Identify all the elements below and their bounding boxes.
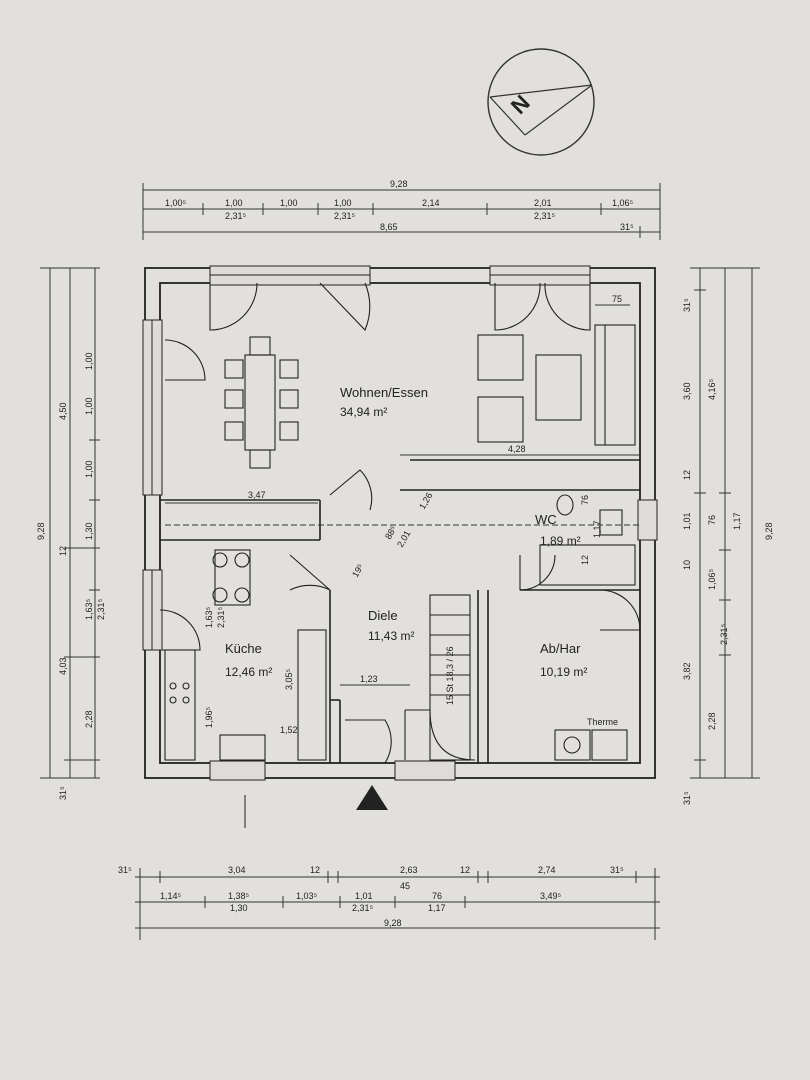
right-inner-3: 10 [682,560,692,570]
right-inner-2: 76 [707,515,717,525]
top-dim-4: 1,00 [334,198,352,208]
bottom-dim-4: 2,63 [400,865,418,875]
right-dim-4: 3,82 [682,662,692,680]
right-total-dim: 9,28 [764,522,774,540]
right-dimensions [690,267,760,779]
dim-wc2: 76 [580,495,590,505]
left-inner-5: 1,63⁵ [84,598,94,620]
room-kitchen-area: 12,46 m² [225,665,272,679]
bottom-sub-3: 1,17 [428,903,446,913]
bottom-dim-5: 12 [460,865,470,875]
top-sub-2: 2,31⁵ [334,211,356,221]
top-row2-2: 31⁵ [620,222,634,232]
room-abhar-name: Ab/Har [540,641,581,656]
dim-living-width: 4,28 [508,444,526,454]
bottom-dim-mid: 45 [400,881,410,891]
doors [159,282,641,764]
dim-wc3: 12 [580,555,590,565]
dim-wc1: 1,17 [592,520,602,538]
dim-k1: 1,63⁵ [204,606,214,628]
wc-fixtures-icon [539,494,636,586]
left-inner-4: 1,30 [84,522,94,540]
top-sub-3: 2,31⁵ [534,211,556,221]
top-dim-6: 2,01 [534,198,552,208]
left-dim-1: 4,50 [58,402,68,420]
right-mid-3: 1,06⁵ [707,568,717,590]
dim-k4: 3,05⁵ [284,668,294,690]
bottom-dimensions [135,868,660,940]
therme-icon [554,729,628,761]
right-mid-1: 4,16⁵ [707,378,717,400]
top-dim-5: 2,14 [422,198,440,208]
bottom-dim-1: 31⁵ [118,865,132,875]
bottom-row2-6: 3,49⁵ [540,891,562,901]
sofa-icon [477,324,636,446]
dim-stairs: 15 St 18,3 / 26 [445,646,455,705]
left-dim-5: 31⁵ [58,786,68,800]
bottom-dim-7: 31⁵ [610,865,624,875]
top-dimensions [142,183,661,240]
top-dim-2: 1,00 [225,198,243,208]
top-dim-1: 1,00⁵ [165,198,187,208]
entrance-marker-icon [356,785,388,810]
top-sub-1: 2,31⁵ [225,211,247,221]
therme-label: Therme [587,717,618,727]
room-diele-area: 11,43 m² [368,629,414,643]
left-inner-2: 1,00 [84,397,94,415]
left-dim-2: 4,03 [58,657,68,675]
top-dim-7: 1,06⁵ [612,198,634,208]
bottom-dim-3: 12 [310,865,320,875]
bottom-total-dim: 9,28 [384,918,402,928]
dim-k3: 1,96⁵ [204,706,214,728]
bottom-row2-3: 1,03⁵ [296,891,318,901]
windows [142,265,658,781]
right-mid-4: 2,31⁵ [719,623,729,645]
room-abhar-area: 10,19 m² [540,665,587,679]
room-living-name: Wohnen/Essen [340,385,428,400]
left-dim-3: 12 [58,546,68,556]
bottom-sub-1: 1,30 [230,903,248,913]
left-dim-4: 2,28 [84,710,94,728]
room-wc-area: 1,89 m² [540,534,581,548]
bottom-sub-2: 2,31⁵ [352,903,374,913]
dim-k2: 2,31⁵ [216,606,226,628]
left-inner-6: 2,31⁵ [96,598,106,620]
bottom-dim-6: 2,74 [538,865,556,875]
top-row2-1: 8,65 [380,222,398,232]
left-inner-3: 1,00 [84,460,94,478]
top-dim-3: 1,00 [280,198,298,208]
right-dim-1: 31⁵ [682,298,692,312]
interior-walls [160,459,640,763]
interior-dimension-lines [165,304,640,686]
dining-table-icon [224,336,299,469]
left-inner-1: 1,00 [84,352,94,370]
bottom-row2-4: 1,01 [355,891,373,901]
right-inner-1: 1,17 [732,512,742,530]
left-dimensions [40,267,100,779]
staircase-icon [404,594,476,761]
right-dim-6: 31⁵ [682,791,692,805]
bottom-row2-1: 1,14⁵ [160,891,182,901]
room-kitchen-name: Küche [225,641,262,656]
bottom-row2-5: 76 [432,891,442,901]
dim-diele-width: 1,23 [360,674,378,684]
dim-k5: 1,52 [280,725,298,735]
right-mid-2: 1,01 [682,512,692,530]
bottom-dim-2: 3,04 [228,865,246,875]
bottom-row2-2: 1,38⁵ [228,891,250,901]
left-total-dim: 9,28 [36,522,46,540]
room-diele-name: Diele [368,608,398,623]
dim-kitchen-width: 3,47 [248,490,266,500]
right-dim-5: 2,28 [707,712,717,730]
room-wc-name: WC [535,512,557,527]
kitchen-counter-icon [164,549,327,761]
right-dim-3: 12 [682,470,692,480]
right-dim-2: 3,60 [682,382,692,400]
top-total-dim: 9,28 [390,179,408,189]
dim-wall-75: 75 [612,294,622,304]
room-living-area: 34,94 m² [340,405,387,419]
